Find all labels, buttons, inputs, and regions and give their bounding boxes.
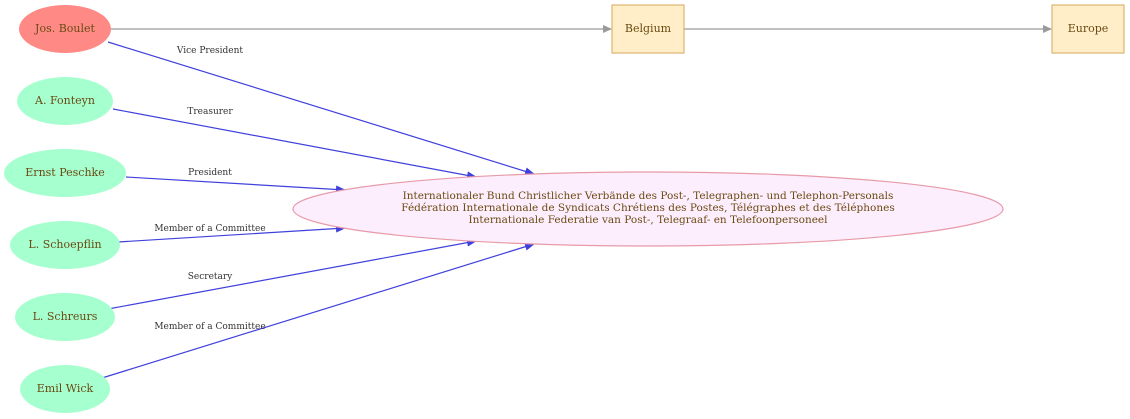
edge-labels: Vice President Treasurer President Membe… [154,46,265,332]
place-nodes: Belgium Europe [611,4,1125,54]
person-node-boulet[interactable]: Jos. Boulet [19,5,111,53]
place-node-europe-label: Europe [1068,22,1109,35]
person-node-boulet-label: Jos. Boulet [34,22,95,35]
edge-label-committee-1: Member of a Committee [154,224,265,234]
edge-schreurs-organization [107,238,477,310]
person-node-schreurs-label: L. Schreurs [33,310,98,323]
person-node-fonteyn-shape [17,77,113,125]
person-node-peschke-label: Ernst Peschke [25,166,104,179]
person-node-schoepflin-shape [10,221,120,269]
place-node-belgium-label: Belgium [625,22,672,35]
person-node-schoepflin[interactable]: L. Schoepflin [10,221,120,269]
edge-label-secretary: Secretary [188,272,233,282]
place-node-europe[interactable]: Europe [1051,4,1125,54]
person-node-peschke[interactable]: Ernst Peschke [4,149,126,197]
person-node-wick-shape [20,365,110,413]
edge-peschke-organization [125,176,346,194]
organization-name-french: Fédération Internationale de Syndicats C… [401,202,894,214]
place-node-belgium-shape [611,4,685,54]
person-node-fonteyn-label: A. Fonteyn [34,94,95,107]
edge-fonteyn-organization [112,108,477,180]
organization-name-dutch: Internationale Federatie van Post-, Tele… [469,214,829,226]
organization-name-german: Internationaler Bund Christlicher Verbän… [403,190,894,202]
person-node-schreurs-shape [15,293,115,341]
person-node-fonteyn[interactable]: A. Fonteyn [17,77,113,125]
place-node-europe-shape [1051,4,1125,54]
organization-node-shape [292,171,1004,247]
place-node-belgium[interactable]: Belgium [611,4,685,54]
edge-schoepflin-organization [117,224,346,243]
edge-label-vice-president: Vice President [176,46,244,56]
organization-node[interactable]: Internationaler Bund Christlicher Verbän… [292,171,1004,247]
person-node-wick-label: Emil Wick [37,382,94,395]
person-node-schoepflin-label: L. Schoepflin [28,238,101,251]
edge-boulet-organization [107,41,535,176]
person-nodes: Jos. Boulet A. Fonteyn Ernst Peschke L. … [4,5,126,413]
edge-label-committee-2: Member of a Committee [154,322,265,332]
person-node-schreurs[interactable]: L. Schreurs [15,293,115,341]
edge-label-president: President [188,168,232,178]
edge-wick-organization [101,242,535,379]
person-node-boulet-shape [19,5,111,53]
person-node-peschke-shape [4,149,126,197]
person-node-wick[interactable]: Emil Wick [20,365,110,413]
edge-label-treasurer: Treasurer [187,107,233,117]
role-edges [101,41,535,379]
